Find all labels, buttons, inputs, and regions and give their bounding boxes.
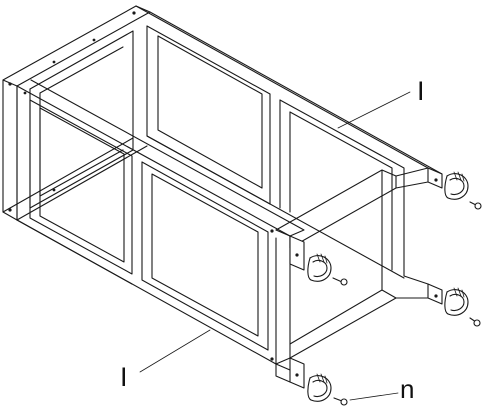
clamp-middle-left xyxy=(307,253,348,286)
leader-lines xyxy=(139,91,411,401)
clamp-bottom-left xyxy=(307,373,348,406)
back-frame xyxy=(135,5,443,279)
clamp-bottom-right xyxy=(444,287,481,327)
clamp-top-right xyxy=(444,171,482,210)
label-top-rail: I xyxy=(417,76,425,106)
right-end-frame xyxy=(275,167,443,389)
label-front-rail: I xyxy=(120,362,128,392)
left-end-frame xyxy=(2,5,151,221)
rivet-holes xyxy=(8,11,438,377)
front-frame xyxy=(16,79,305,365)
label-clamp: n xyxy=(400,374,414,404)
